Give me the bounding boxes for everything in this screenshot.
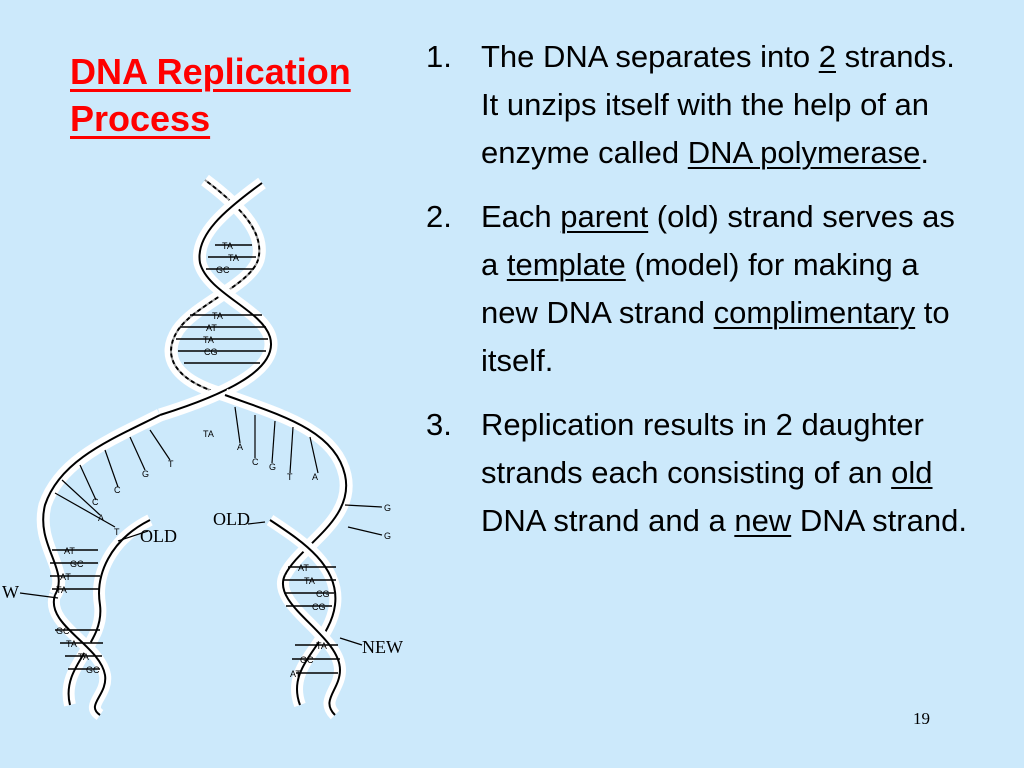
base-label: C bbox=[92, 497, 99, 507]
base-pair-label: AT bbox=[206, 323, 217, 333]
base-pair-label: CG bbox=[204, 347, 218, 357]
title-line-1: DNA Replication bbox=[70, 51, 351, 92]
base-pair-labels: TA TA GC TA AT TA CG TA T G C C A T A C … bbox=[56, 241, 391, 679]
step-text-part: . bbox=[920, 135, 929, 170]
underlined-term: parent bbox=[560, 199, 649, 234]
base-label: T bbox=[168, 459, 174, 469]
base-label: A bbox=[237, 442, 243, 452]
base-pair-label: AT bbox=[64, 546, 75, 556]
base-label: C bbox=[114, 485, 121, 495]
step-number: 1. bbox=[426, 39, 452, 74]
step-text-part: Replication results in 2 daughter strand… bbox=[481, 407, 924, 490]
base-label: G bbox=[384, 531, 391, 541]
base-pair-label: TA bbox=[228, 253, 239, 263]
base-pair-label: TA bbox=[203, 429, 214, 439]
base-label: G bbox=[142, 469, 149, 479]
replication-steps: 1. The DNA separates into 2 strands. It … bbox=[426, 33, 976, 561]
base-pair-label: TA bbox=[56, 585, 67, 595]
step-3: 3. Replication results in 2 daughter str… bbox=[426, 401, 976, 545]
base-label: G bbox=[384, 503, 391, 513]
underlined-term: 2 bbox=[818, 39, 836, 74]
base-pair-label: GC bbox=[300, 655, 314, 665]
old-left-label: OLD bbox=[140, 526, 177, 546]
step-2: 2. Each parent (old) strand serves as a … bbox=[426, 193, 976, 385]
base-pair-label: GC bbox=[56, 626, 70, 636]
old-right-label: OLD bbox=[213, 509, 250, 529]
step-1: 1. The DNA separates into 2 strands. It … bbox=[426, 33, 976, 177]
step-text-part: strands. It unzips itself with the help … bbox=[481, 39, 955, 170]
step-text-part: to itself. bbox=[481, 295, 950, 378]
step-text: The DNA separates into 2 strands. It unz… bbox=[481, 33, 976, 177]
base-pair-label: TA bbox=[212, 311, 223, 321]
page-number: 19 bbox=[913, 709, 930, 728]
base-pair-label: CG bbox=[312, 602, 326, 612]
underlined-term: new bbox=[734, 503, 792, 538]
step-number: 3. bbox=[426, 407, 452, 442]
underlined-term: template bbox=[506, 247, 626, 282]
base-pair-label: TA bbox=[222, 241, 233, 251]
base-pair-label: TA bbox=[66, 639, 77, 649]
step-text-part: (model) for making a new DNA strand bbox=[481, 247, 919, 330]
step-text-part: DNA strand and a bbox=[481, 503, 735, 538]
base-label: T bbox=[114, 527, 120, 537]
new-right-label: NEW bbox=[362, 637, 403, 657]
base-pair-label: AT bbox=[60, 572, 71, 582]
base-pair-label: GC bbox=[86, 665, 100, 675]
base-pair-label: TA bbox=[316, 641, 327, 651]
underlined-term: complimentary bbox=[713, 295, 916, 330]
base-pair-label: AT bbox=[298, 563, 309, 573]
step-number: 2. bbox=[426, 199, 452, 234]
base-pair-label: GC bbox=[216, 265, 230, 275]
diagram-labels: OLD OLD NEW W bbox=[2, 509, 403, 657]
base-pair-label: TA bbox=[203, 335, 214, 345]
new-left-label: W bbox=[2, 582, 19, 602]
title-line-2: Process bbox=[70, 98, 211, 139]
base-pair-label: TA bbox=[304, 576, 315, 586]
base-label: A bbox=[312, 472, 318, 482]
base-pair-label: TA bbox=[78, 652, 89, 662]
base-pair-label: CG bbox=[316, 589, 330, 599]
step-text-part: (old) strand serves as a bbox=[481, 199, 955, 282]
dna-replication-diagram: OLD OLD NEW W TA TA GC TA AT TA CG TA T … bbox=[2, 175, 403, 720]
step-text: Each parent (old) strand serves as a tem… bbox=[481, 193, 976, 385]
step-text-part: The DNA separates into bbox=[481, 39, 819, 74]
helix-strands bbox=[19, 175, 383, 720]
underlined-term: DNA polymerase bbox=[687, 135, 921, 170]
base-pair-label: GC bbox=[70, 559, 84, 569]
base-label: T bbox=[287, 472, 293, 482]
step-text-part: Each bbox=[481, 199, 561, 234]
base-label: G bbox=[269, 462, 276, 472]
base-label: C bbox=[252, 457, 259, 467]
base-label: A bbox=[98, 513, 104, 523]
underlined-term: old bbox=[891, 455, 933, 490]
base-pair-label: AT bbox=[290, 669, 301, 679]
step-text-part: DNA strand. bbox=[791, 503, 967, 538]
step-text: Replication results in 2 daughter strand… bbox=[481, 401, 976, 545]
